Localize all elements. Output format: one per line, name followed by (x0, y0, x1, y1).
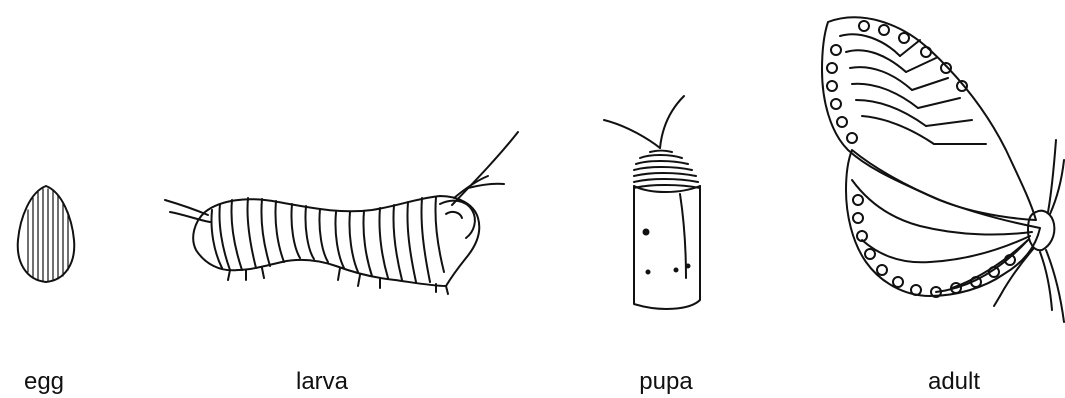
stage-label-larva: larva (262, 368, 382, 396)
chrysalis-icon (604, 96, 700, 309)
caterpillar-icon (165, 132, 518, 294)
butterfly-icon (822, 17, 1064, 322)
stage-label-pupa: pupa (606, 368, 726, 396)
stage-label-egg: egg (0, 368, 104, 396)
stage-label-adult: adult (894, 368, 1014, 396)
egg-icon (18, 186, 75, 282)
